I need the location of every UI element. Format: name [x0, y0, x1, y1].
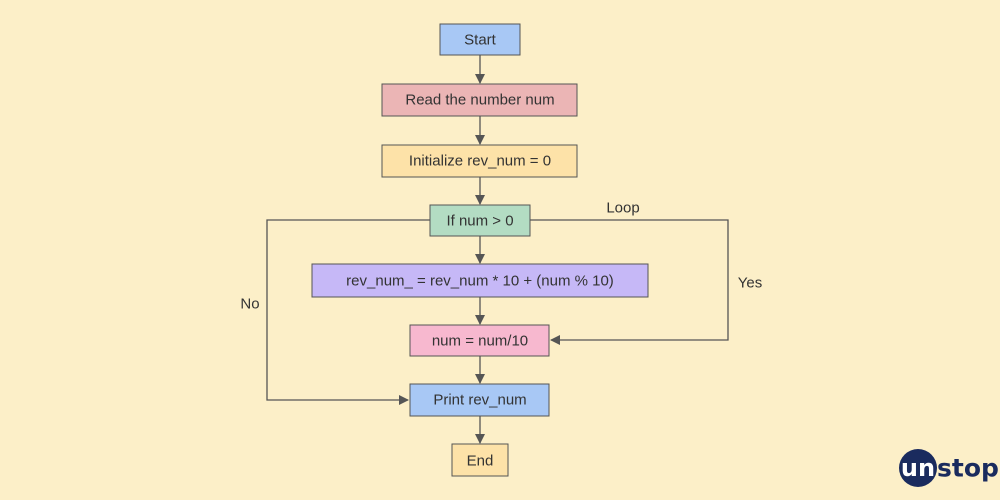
edge-label-no: No	[240, 296, 259, 313]
node-div: num = num/10	[409, 324, 550, 357]
edge-label-yes: Yes	[738, 275, 762, 292]
node-read: Read the number num	[381, 83, 578, 117]
node-read-box	[381, 83, 578, 117]
logo-text-stop: stop	[937, 454, 999, 483]
node-print-box	[409, 383, 550, 417]
node-init-box	[381, 144, 578, 178]
node-calc: rev_num_ = rev_num * 10 + (num % 10)	[311, 263, 649, 298]
node-start-box	[439, 23, 521, 56]
edges	[266, 55, 729, 444]
node-print-label: Print rev_num	[433, 392, 526, 409]
edge-label-loop: Loop	[606, 200, 639, 217]
node-cond: If num > 0	[429, 204, 531, 237]
node-div-box	[409, 324, 550, 357]
edge-cond-to-div-loop	[530, 219, 729, 345]
node-div-label: num = num/10	[432, 333, 528, 350]
node-read-label: Read the number num	[405, 92, 554, 109]
node-init-label: Initialize rev_num = 0	[409, 153, 551, 170]
node-cond-label: If num > 0	[446, 213, 513, 230]
node-end-label: End	[467, 453, 494, 470]
node-end-box	[451, 443, 509, 477]
logo-circle	[899, 449, 937, 487]
edge-cond-to-print-no	[266, 219, 430, 405]
node-init: Initialize rev_num = 0	[381, 144, 578, 178]
node-calc-label: rev_num_ = rev_num * 10 + (num % 10)	[346, 273, 614, 290]
node-calc-box	[311, 263, 649, 298]
logo-text-un: un	[901, 454, 935, 482]
node-start-label: Start	[464, 32, 497, 49]
node-print: Print rev_num	[409, 383, 550, 417]
node-cond-box	[429, 204, 531, 237]
node-end: End	[451, 443, 509, 477]
node-start: Start	[439, 23, 521, 56]
unstop-logo: un stop	[899, 449, 999, 487]
